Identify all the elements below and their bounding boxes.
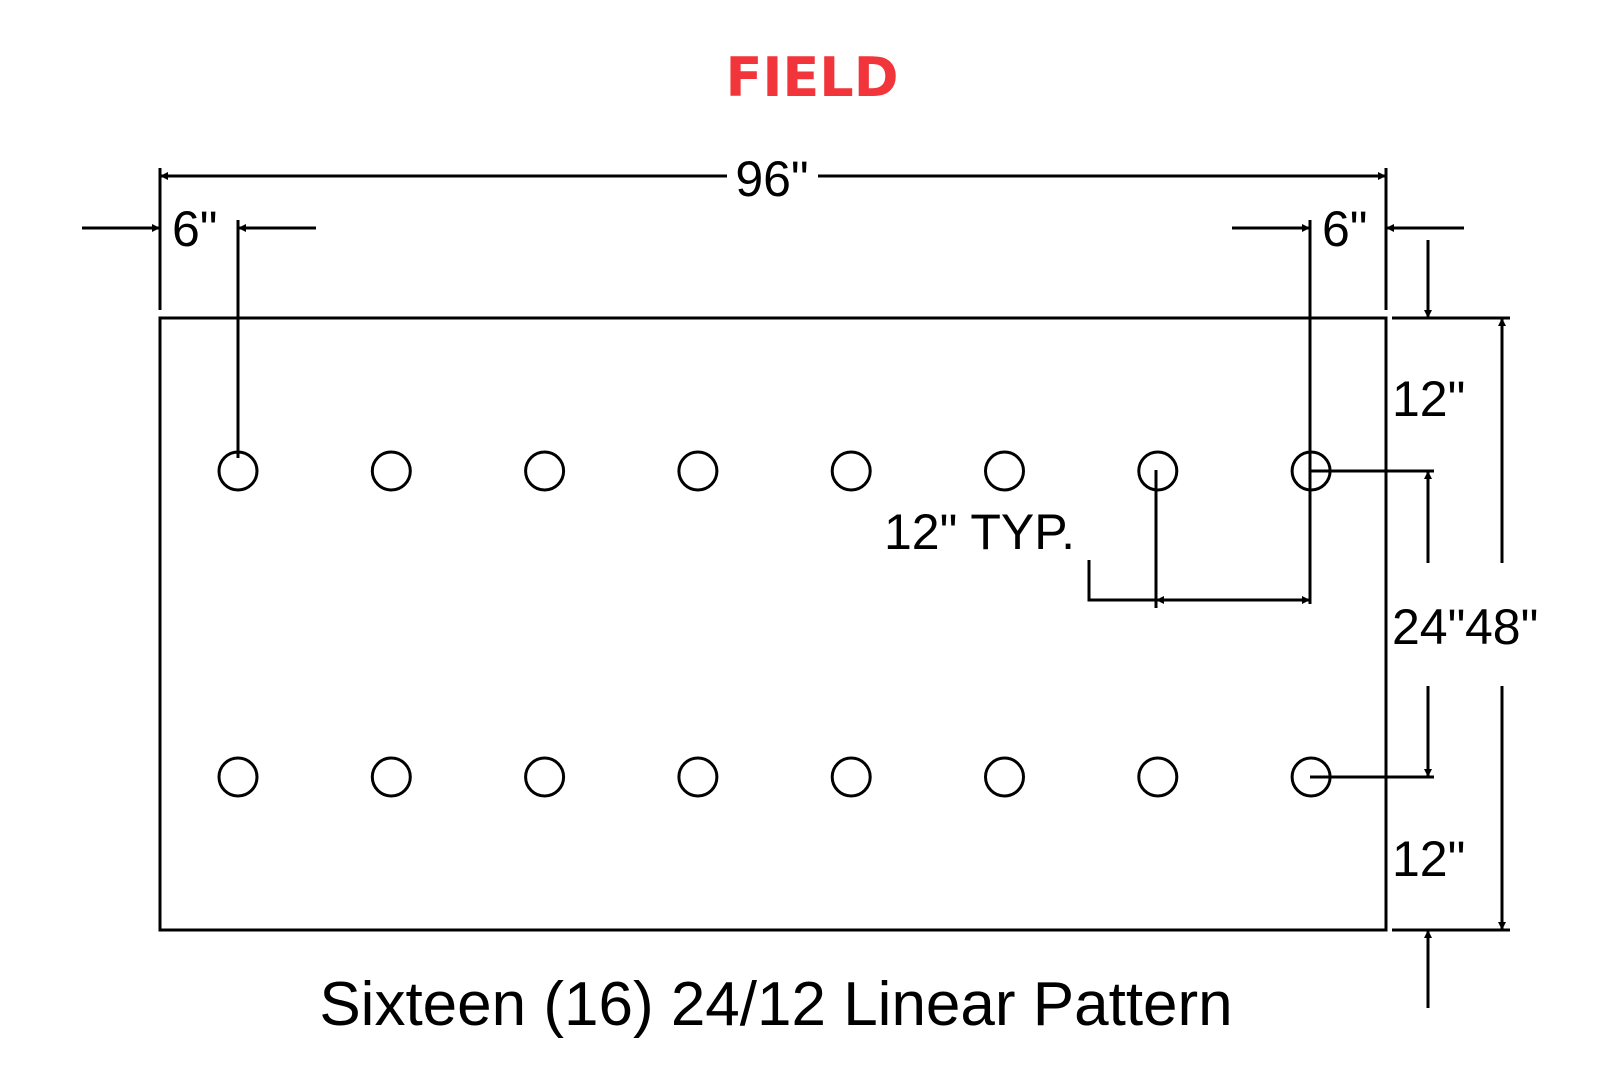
left-offset-dimension — [82, 220, 316, 458]
row-spacing-label: 24" — [1392, 599, 1465, 655]
field-title: FIELD — [725, 46, 898, 109]
hole-circle — [677, 450, 719, 492]
hole-circle — [370, 756, 412, 798]
overall-height-label: 48" — [1465, 599, 1538, 655]
hole-circle — [524, 756, 566, 798]
field-panel — [158, 316, 1388, 932]
typical-spacing-label: 12" TYP. — [884, 504, 1075, 560]
overall-width-dimension — [158, 168, 1388, 310]
hole-circle — [1137, 450, 1179, 492]
hole-circle — [984, 756, 1025, 798]
hole-circle — [370, 450, 412, 492]
hole-circle — [524, 450, 566, 492]
hole-circle — [830, 756, 872, 798]
pattern-caption: Sixteen (16) 24/12 Linear Pattern — [319, 970, 1232, 1039]
overall-width-label: 96" — [735, 151, 808, 207]
left-offset-label: 6" — [172, 201, 218, 257]
vertical-dimensions — [1310, 240, 1510, 1008]
hole-circle — [830, 450, 872, 492]
typical-spacing-dimension — [1087, 470, 1310, 608]
hole-circle — [217, 756, 259, 798]
right-offset-dimension — [1232, 220, 1464, 604]
bottom-margin-label: 12" — [1392, 831, 1465, 887]
hole-circle — [677, 756, 719, 798]
hole-grid — [217, 450, 1332, 798]
hole-circle — [984, 450, 1025, 492]
right-offset-label: 6" — [1322, 201, 1368, 257]
top-margin-label: 12" — [1392, 371, 1465, 427]
hole-circle — [1137, 756, 1179, 798]
